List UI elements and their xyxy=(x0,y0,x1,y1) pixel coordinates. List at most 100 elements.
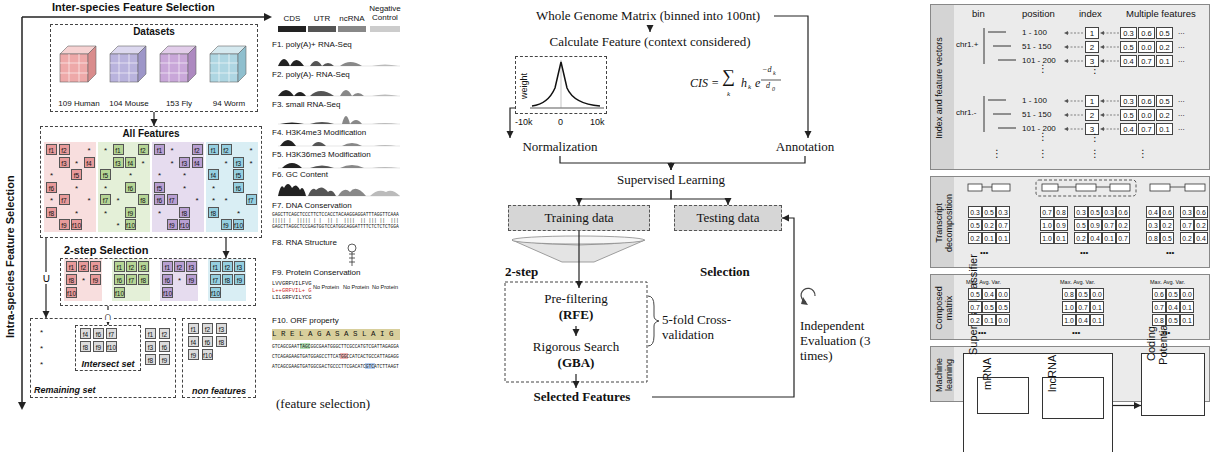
axis-tick: 10k xyxy=(590,117,605,127)
arrowhead xyxy=(576,281,583,288)
feature-cell: * xyxy=(174,274,185,285)
connector xyxy=(573,326,580,336)
feature-cell: f8 xyxy=(216,336,227,347)
feature-cell: f9 xyxy=(125,207,136,218)
selection-frame xyxy=(505,282,647,382)
curve-box: weight xyxy=(515,56,607,114)
node-text: Calculate Feature (context considered) xyxy=(549,34,750,50)
selection-arrows xyxy=(18,402,26,410)
feature-cell: * xyxy=(100,182,111,193)
formula-bar xyxy=(761,80,781,81)
selection-frame xyxy=(505,282,815,382)
feature-cell: f9 xyxy=(59,219,70,230)
node-text: Rigorous Search xyxy=(533,339,619,355)
feature-cell: f7 xyxy=(106,328,117,339)
matrix-cell: 0.1 xyxy=(996,232,1010,244)
node-text: Annotation xyxy=(776,139,835,155)
feature-cell: * xyxy=(46,194,57,205)
process-step: Pre-filtering(RFE) xyxy=(515,288,637,326)
matrix-cell: 0.3 xyxy=(1102,206,1116,218)
signal-tracks xyxy=(278,184,306,196)
ellipsis: ••• xyxy=(1072,328,1080,337)
node-text: 153 Fly xyxy=(166,99,192,108)
feature-cell: f1 xyxy=(162,261,173,272)
dataset-cubes xyxy=(238,46,246,82)
matrix-cell: 0.0 xyxy=(996,314,1010,326)
signal-tracks xyxy=(342,116,362,124)
edge-label: ∩ xyxy=(103,310,114,322)
matrix-cell: 0.3 xyxy=(996,206,1010,218)
ellipsis: ⋮ xyxy=(1038,131,1048,142)
feature-cell: f6 xyxy=(202,336,213,347)
feature-cell: * xyxy=(208,194,219,205)
formula: k xyxy=(727,90,730,98)
class-box: mRNA xyxy=(977,377,1029,414)
orf-highlights xyxy=(272,329,400,340)
panel: Machine learningSupervised classifiermRN… xyxy=(930,346,1210,402)
matrix-cell: 0.8 xyxy=(1054,206,1068,218)
feature-cell: f2 xyxy=(159,328,170,339)
feature-cell: f2 xyxy=(126,261,137,272)
rna-structure-icon xyxy=(349,252,355,266)
node-text: (GBA) xyxy=(558,355,595,371)
feature-cell: f7 xyxy=(100,194,111,205)
feature-cell: f10 xyxy=(179,219,190,230)
feature-cell: * xyxy=(154,207,165,218)
feature-mark: * xyxy=(36,342,47,353)
feature-cell: * xyxy=(167,157,178,168)
matrix-cell: 0.1 xyxy=(1156,123,1173,135)
feature-cell: f8 xyxy=(80,341,91,352)
signal-tracks xyxy=(312,142,326,146)
transcript-glyphs xyxy=(968,180,1205,196)
column-header: position xyxy=(1022,8,1055,19)
formula: e xyxy=(755,76,760,91)
column-header: Max. Avg. Var. xyxy=(966,279,1001,285)
node-text: Supervised Learning xyxy=(617,172,725,188)
matrix-cell: 0.0 xyxy=(1090,288,1104,300)
rna-structure-icon xyxy=(348,244,356,252)
node-text: 94 Worm xyxy=(213,99,245,108)
feature-grids xyxy=(44,142,96,232)
ellipsis: ... xyxy=(1178,109,1185,118)
matrix-cell: 0.3 xyxy=(968,206,982,218)
matrix-cell: 0.5 xyxy=(1088,206,1102,218)
ellipsis: ... xyxy=(1178,95,1185,104)
position: 51 - 150 xyxy=(1022,42,1051,51)
matrix-cell: 0.4 xyxy=(1076,314,1090,326)
matrix-cell: 0.7 xyxy=(1138,123,1155,135)
feature-grids xyxy=(152,142,204,232)
column-header: Multiple features xyxy=(1126,8,1196,19)
signal-tracks xyxy=(340,90,364,96)
dataset-cubes xyxy=(188,46,196,82)
feature-cell: f3 xyxy=(216,323,227,334)
ellipsis: ⋮ xyxy=(1038,148,1048,159)
feature-cell: f10 xyxy=(66,287,77,298)
axis-tick: -10k xyxy=(515,117,533,127)
feature-cell: f3 xyxy=(113,157,124,168)
column-header: Max. Avg. Var. xyxy=(1060,279,1095,285)
ellipsis: ⋮ xyxy=(1090,132,1100,143)
matrix-cell: 0.7 xyxy=(968,301,982,313)
feature-cell: f2 xyxy=(222,261,233,272)
matrix-cell: 0.8 xyxy=(1152,314,1166,326)
feature-name: F1. poly(A)+ RNA-Seq xyxy=(272,40,352,49)
feature-cell: f6 xyxy=(114,274,125,285)
matrix-cell: 0.6 xyxy=(1152,288,1166,300)
dataset-cubes xyxy=(160,54,188,82)
feature-cell: f9 xyxy=(186,274,197,285)
feature-cell: * xyxy=(71,207,82,218)
weight-curve xyxy=(532,62,600,106)
panel-backgrounds xyxy=(930,346,954,402)
matrix-cell: 0.8 xyxy=(1062,288,1076,300)
feature-cell: f3 xyxy=(179,157,190,168)
matrix-cell: 0.2 xyxy=(968,232,982,244)
feature-cell: f1 xyxy=(210,261,221,272)
matrix-cell: 0.6 xyxy=(1116,206,1130,218)
dataset-cubes xyxy=(110,54,138,82)
signal-tracks xyxy=(372,95,398,97)
bin-brackets xyxy=(984,96,1016,132)
connector xyxy=(576,190,672,205)
matrix-cell: 0.1 xyxy=(1090,301,1104,313)
feature-cell: * xyxy=(208,182,219,193)
arrowhead xyxy=(576,198,583,205)
